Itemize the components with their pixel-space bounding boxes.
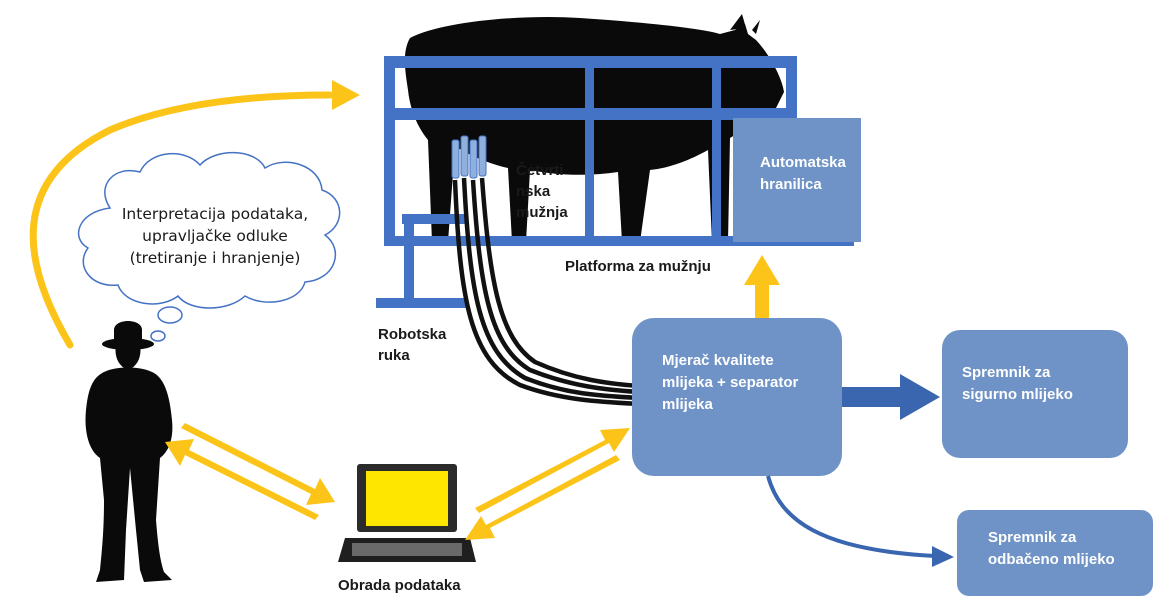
meter-line-2: mlijeka + separator bbox=[662, 374, 799, 391]
arrow-farmer-to-platform bbox=[29, 91, 334, 349]
milk-hoses bbox=[452, 177, 641, 407]
farmer-laptop-arrows bbox=[165, 423, 335, 520]
safe-line-2: sigurno mlijeko bbox=[962, 386, 1073, 403]
robot-arm-line-1: Robotska bbox=[378, 326, 447, 343]
robot-arm-line-2: ruka bbox=[378, 347, 410, 364]
arrow-meter-to-rejected-milk bbox=[766, 475, 936, 558]
quarter-milking-line-2: nska bbox=[516, 183, 551, 200]
robotic-arm bbox=[376, 214, 466, 308]
thought-line-3: (tretiranje i hranjenje) bbox=[129, 249, 301, 267]
thought-bubble-text: Interpretacija podataka, upravljačke odl… bbox=[95, 203, 335, 269]
quarter-milking-line-1: Četvrti bbox=[516, 162, 564, 179]
laptop-meter-arrows bbox=[465, 428, 630, 540]
safe-milk-tank-box bbox=[942, 330, 1128, 458]
arrow-head-rejected bbox=[932, 546, 954, 567]
milking-stall-frame bbox=[384, 56, 854, 246]
meter-line-1: Mjerač kvalitete bbox=[662, 352, 774, 369]
platform-label: Platforma za mužnju bbox=[565, 258, 711, 275]
milk-quality-meter-box bbox=[632, 318, 842, 476]
thought-line-1: Interpretacija podataka, bbox=[121, 205, 309, 223]
meter-line-3: mlijeka bbox=[662, 396, 713, 413]
meter-box-text: Mjerač kvalitete mlijeka + separator mli… bbox=[662, 350, 798, 416]
arrow-head-platform bbox=[332, 80, 360, 110]
safe-line-1: Spremnik za bbox=[962, 364, 1051, 381]
feeder-line-1: Automatska bbox=[760, 154, 846, 171]
robot-arm-label: Robotska ruka bbox=[378, 324, 446, 366]
reject-line-2: odbačeno mlijeko bbox=[988, 551, 1115, 568]
arrow-meter-to-feeder bbox=[744, 255, 780, 335]
rejected-milk-box-text: Spremnik za odbačeno mlijeko bbox=[988, 527, 1115, 571]
rejected-milk-tank-box bbox=[957, 510, 1153, 596]
arrow-meter-to-safe-milk bbox=[842, 374, 940, 420]
feeder-line-2: hranilica bbox=[760, 176, 822, 193]
data-processing-label: Obrada podataka bbox=[338, 577, 461, 594]
quarter-milking-label: Četvrti nska mužnja bbox=[516, 160, 568, 223]
feeder-box-text: Automatska hranilica bbox=[760, 152, 846, 196]
reject-line-1: Spremnik za bbox=[988, 529, 1077, 546]
thought-bubble bbox=[77, 151, 341, 342]
laptop-icon bbox=[338, 464, 476, 562]
automatic-feeder-box bbox=[733, 118, 861, 242]
teat-cups bbox=[451, 135, 487, 179]
thought-line-2: upravljačke odluke bbox=[142, 227, 288, 245]
cow-silhouette bbox=[404, 14, 784, 242]
farmer-silhouette bbox=[85, 321, 173, 582]
quarter-milking-line-3: mužnja bbox=[516, 204, 568, 221]
safe-milk-box-text: Spremnik za sigurno mlijeko bbox=[962, 362, 1073, 406]
